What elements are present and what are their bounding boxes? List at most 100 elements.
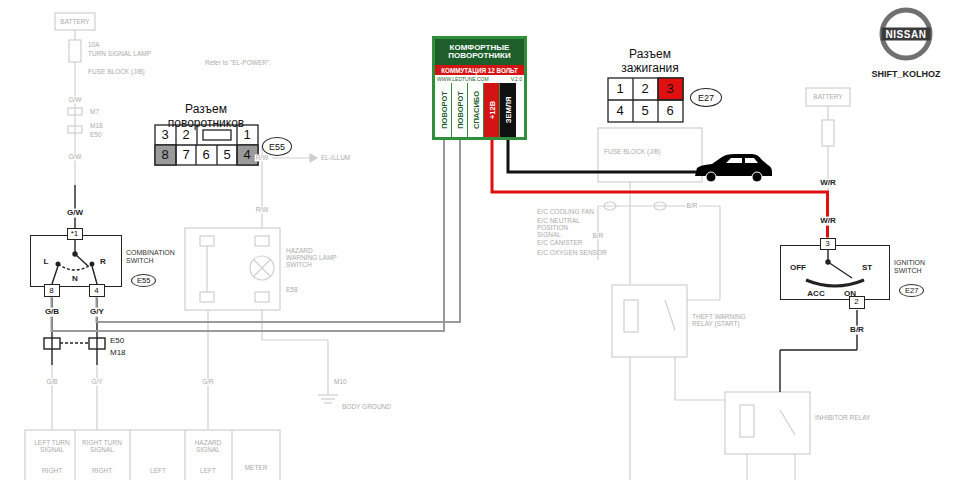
node-text: *1 [71, 230, 79, 238]
grid-line [175, 125, 176, 165]
connector-symbol [89, 338, 105, 349]
wire [92, 266, 97, 284]
car-body [695, 154, 772, 176]
connector-grid: Разъем зажигания [600, 48, 700, 124]
pin-column: +12В [484, 83, 500, 137]
wiring-label: 1 [616, 82, 623, 96]
relay-box [725, 392, 810, 454]
node-text: 8 [49, 287, 53, 295]
wiring-label: LEFT TURN SIGNAL [27, 439, 77, 453]
ground-wire [508, 140, 697, 172]
wiring-label: G/R [201, 378, 215, 385]
wiring-label: M18 [110, 349, 126, 358]
wiring-label: 10A [88, 41, 100, 48]
wiring-label: ACC [807, 290, 824, 299]
wiring-label: 1 [243, 128, 250, 142]
switch-travel [806, 280, 864, 286]
lamp-symbol [250, 256, 274, 280]
switch-arm [75, 254, 88, 266]
node-text: ЗЕМЛЯ [504, 97, 513, 124]
wiring-label: L [44, 258, 49, 267]
wiring-label: HAZARD WARNING LAMP SWITCH [286, 247, 342, 268]
connector-oval: E27 [690, 88, 722, 107]
connector-outline [155, 125, 258, 165]
battery-symbol [806, 88, 850, 106]
pin-column: ЗЕМЛЯ [500, 83, 516, 137]
wiring-label: 2 [641, 82, 648, 96]
relay-coil [740, 405, 754, 437]
relay-contact [665, 300, 675, 330]
switch-contact [90, 262, 94, 266]
relay-coil [624, 300, 638, 332]
wiring-label: E/C OXYGEN SENSOR [537, 249, 607, 256]
divider [129, 430, 130, 480]
wiring-label: 4 [616, 104, 623, 118]
node-text: ПОВОРОТ [439, 91, 448, 129]
node-text: COMBINATION SWITCH [126, 249, 182, 265]
wire [96, 365, 97, 430]
connector-latch [203, 130, 231, 140]
wire [629, 182, 630, 285]
switch-travel [58, 264, 92, 270]
node-text: +12В [487, 101, 496, 119]
switch-arm [827, 250, 828, 262]
relay-box [612, 285, 687, 357]
wire [52, 266, 58, 284]
wiring-label: INHIBITOR RELAY [815, 414, 871, 421]
wire-connector [52, 137, 445, 331]
wiring-label: RIGHT [92, 467, 112, 474]
node-subtext: V.2.0 [511, 76, 522, 82]
node-subtext: КОММУТАЦИЯ 12 ВОЛЬТ [435, 65, 524, 75]
wiring-label: M7 [90, 108, 99, 115]
dark-wiring [44, 140, 864, 392]
wiring-label: THEFT WARNING RELAY (START) [692, 313, 748, 327]
node-text: E55 [269, 142, 285, 152]
ground-symbol [318, 394, 338, 395]
divider [74, 430, 75, 480]
wire [779, 350, 780, 392]
wiring-label: 3 [161, 128, 168, 142]
node-text: ПОВОРОТ [455, 91, 464, 129]
relay-contact [780, 410, 795, 435]
node-text: СПАСИБО [471, 91, 480, 129]
wiring-label: W/R [819, 217, 837, 226]
wire [719, 206, 720, 300]
switch-arm [74, 240, 75, 252]
wiring-label: OFF [790, 264, 806, 273]
wire [780, 349, 857, 350]
cell-shade [658, 78, 683, 100]
switch-contact [56, 262, 60, 266]
car-wheel [706, 172, 716, 182]
fuse-symbol [69, 40, 81, 62]
node-text: E27 [698, 93, 714, 103]
ground-symbol [321, 398, 335, 399]
node-text: 4 [94, 287, 98, 295]
grid-line [195, 145, 196, 165]
wiring-label: 2 [182, 128, 189, 142]
terminal [255, 292, 269, 302]
hazard-switch-box [185, 228, 280, 310]
node-subtext: E55 [131, 274, 156, 287]
grid-line [236, 125, 237, 165]
cell-shade [155, 145, 176, 165]
wire [207, 310, 208, 430]
wire [261, 310, 262, 340]
terminal [255, 236, 269, 246]
grid-line [216, 145, 217, 165]
wiring-label: E/C COOLING FAN [537, 208, 594, 215]
wiring-label: SHIFT_KOLHOZ [872, 70, 941, 80]
wiring-label: EL-ILLUM [321, 154, 350, 161]
node-text: 3 [825, 240, 829, 248]
connector-oval: E55 [262, 137, 292, 156]
wiring-label: E/C NEUTRAL POSITION SIGNAL [537, 217, 593, 238]
node-text: IGNITION SWITCH [894, 259, 950, 275]
wiring-label: G/B [45, 378, 58, 385]
terminal [200, 292, 214, 302]
connector-symbol [44, 338, 60, 349]
terminal-pin: 3 [820, 238, 836, 250]
wiring-label: FUSE BLOCK (J/B) [88, 68, 145, 75]
wiring-label: R [100, 258, 106, 267]
wiring-label: G/W [66, 209, 84, 218]
grid-line [632, 78, 633, 122]
